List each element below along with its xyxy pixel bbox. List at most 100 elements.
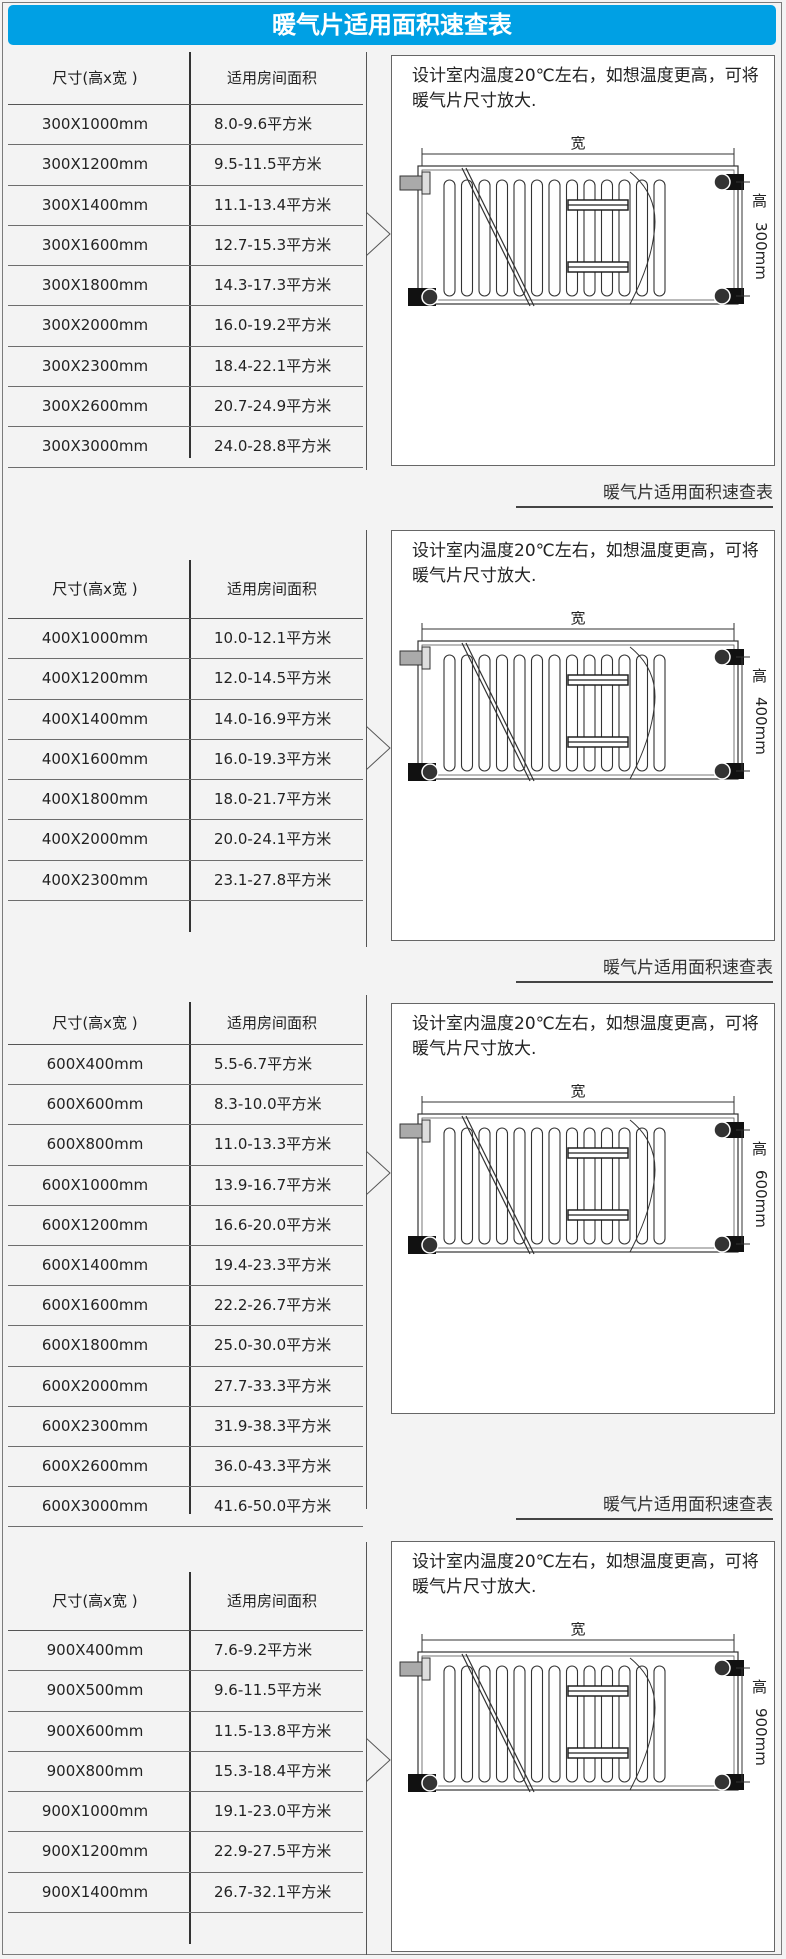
area-cell: 14.0-16.9平方米 (214, 709, 332, 728)
area-cell: 22.9-27.5平方米 (214, 1842, 332, 1861)
size-cell: 600X3000mm (41, 1497, 149, 1516)
column-separator (189, 52, 191, 458)
area-cell: 36.0-43.3平方米 (214, 1456, 332, 1475)
radiator-fin (653, 1127, 666, 1245)
area-cell: 5.5-6.7平方米 (214, 1055, 313, 1073)
section-caption: 暖气片适用面积速查表 (603, 1495, 773, 1515)
height-label: 高 (752, 1140, 767, 1158)
radiator-fin (460, 1665, 474, 1783)
radiator-fin (600, 1665, 614, 1783)
caption-underline (516, 1518, 773, 1520)
size-cell: 600X2000mm (41, 1376, 149, 1395)
size-cell: 900X1200mm (41, 1842, 149, 1861)
radiator-fin (618, 654, 631, 772)
section-caption: 暖气片适用面积速查表 (603, 483, 773, 503)
section-divider (366, 1542, 367, 1955)
table-row-empty (8, 901, 363, 940)
table-row: 600X3000mm 41.6-50.0平方米 (8, 1487, 363, 1528)
height-label: 高 (752, 1678, 767, 1696)
page-title: 暖气片适用面积速查表 (8, 5, 776, 45)
area-cell: 20.7-24.9平方米 (214, 397, 332, 416)
radiator-fin (513, 1127, 526, 1245)
header-size: 尺寸(高x宽 ) (52, 1014, 138, 1032)
area-cell: 11.0-13.3平方米 (214, 1135, 332, 1154)
area-cell: 12.7-15.3平方米 (214, 235, 332, 254)
area-cell: 9.6-11.5平方米 (214, 1681, 322, 1700)
area-cell: 16.0-19.2平方米 (214, 316, 332, 335)
size-cell: 400X1200mm (41, 669, 149, 688)
area-cell: 25.0-30.0平方米 (214, 1336, 332, 1355)
table-row: 300X1600mm 12.7-15.3平方米 (8, 226, 363, 267)
area-cell: 16.6-20.0平方米 (214, 1215, 332, 1234)
radiator-fin (460, 179, 474, 297)
radiator-fin (495, 179, 509, 297)
size-cell: 900X600mm (46, 1721, 144, 1740)
size-cell: 600X1600mm (41, 1296, 149, 1315)
caption-underline (516, 506, 773, 508)
area-cell: 41.6-50.0平方米 (214, 1497, 332, 1516)
radiator-fin (443, 179, 456, 297)
header-size: 尺寸(高x宽 ) (52, 580, 138, 598)
radiator-fin (653, 1665, 666, 1783)
radiator-fin (530, 179, 544, 297)
width-label: 宽 (570, 1084, 585, 1100)
temperature-note: 设计室内温度20℃左右，如想温度更高，可将暖气片尺寸放大. (412, 66, 759, 111)
width-label: 宽 (570, 136, 585, 152)
height-label: 高 (752, 667, 767, 685)
dimension-arc (629, 171, 656, 305)
size-cell: 400X2000mm (41, 830, 149, 849)
section-divider (366, 995, 367, 1509)
pointer-arrow-icon (366, 211, 391, 256)
radiator-fin (583, 654, 596, 772)
radiator-inner-frame (421, 1655, 735, 1787)
width-label: 宽 (570, 611, 585, 627)
area-cell: 8.3-10.0平方米 (214, 1095, 322, 1114)
area-cell: 19.1-23.0平方米 (214, 1802, 332, 1821)
pointer-arrow-icon (366, 1151, 391, 1196)
column-separator (189, 560, 191, 933)
radiator-fin (548, 1127, 561, 1245)
radiator-fin (548, 1665, 561, 1783)
valve-icon (399, 1123, 423, 1139)
table-header: 尺寸(高x宽 )适用房间面积 (8, 52, 363, 105)
area-cell: 12.0-14.5平方米 (214, 669, 332, 688)
radiator-fin (653, 179, 666, 297)
height-value: 300mm (752, 222, 770, 280)
table-row: 900X1200mm 22.9-27.5平方米 (8, 1832, 363, 1873)
valve-icon (399, 175, 423, 191)
column-separator (189, 1572, 191, 1945)
area-cell: 7.6-9.2平方米 (214, 1641, 313, 1659)
size-cell: 600X400mm (46, 1055, 144, 1073)
area-cell: 13.9-16.7平方米 (214, 1175, 332, 1194)
size-cell: 600X1800mm (41, 1336, 149, 1355)
size-cell: 400X2300mm (41, 870, 149, 889)
area-cell: 19.4-23.3平方米 (214, 1255, 332, 1274)
radiator-fin (548, 179, 561, 297)
section-divider (366, 52, 367, 470)
valve-icon (399, 1661, 423, 1677)
radiator-fin (635, 1127, 649, 1245)
radiator-fin (600, 654, 614, 772)
size-cell: 300X1600mm (41, 235, 149, 254)
valve-icon (399, 650, 423, 666)
size-cell: 400X1000mm (41, 629, 149, 647)
radiator-fin (618, 1127, 631, 1245)
size-cell: 900X500mm (46, 1681, 144, 1700)
height-value: 600mm (752, 1170, 770, 1228)
radiator-fin (600, 1127, 614, 1245)
